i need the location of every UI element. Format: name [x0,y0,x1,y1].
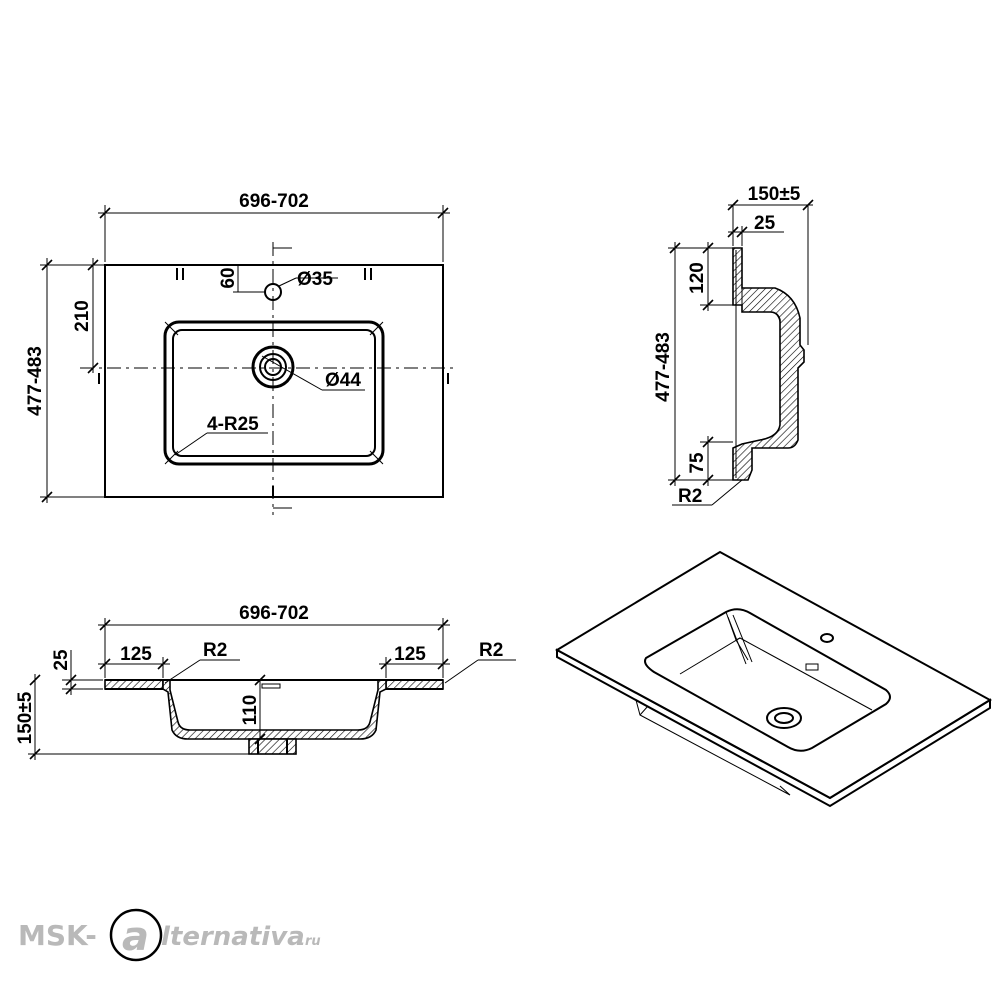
isometric-view [554,550,992,808]
front-bowl-depth-label: 110 [240,695,261,726]
side-height-label: 150±5 [748,184,801,205]
watermark-mark: a [122,914,149,960]
front-width-label: 696-702 [239,603,309,624]
side-view: 150±5 25 477-483 120 75 R2 [653,184,814,507]
corner-radius-label: 4-R25 [207,414,259,435]
front-view-bowl-section [162,679,387,740]
front-top-thickness-label: 25 [51,649,72,671]
watermark-prefix: MSK- [18,919,97,952]
watermark-rest: lternativa [161,922,305,952]
front-view: 696-702 125 125 R2 R2 25 150±5 [15,603,516,760]
drain-label: Ø44 [325,370,361,391]
top-view-basin-outer [163,320,385,466]
iso-slab-top [554,550,992,800]
iso-slab-edge [556,648,991,808]
iso-basin [644,608,891,752]
drain-outer [251,345,295,389]
front-left-margin-label: 125 [120,644,152,665]
top-view-basin-inner [172,329,376,457]
top-depth-label: 477-483 [25,346,46,416]
top-view: 696-702 477-483 210 60 Ø35 Ø44 4-R25 [25,191,455,515]
side-back-label: 120 [687,262,708,294]
iso-drain-inner [774,712,794,724]
top-hole-edge-label: 60 [218,267,239,288]
front-view-drain [248,738,297,755]
side-edge-radius-label: R2 [678,486,702,507]
watermark-suffix: .ru [300,934,321,949]
side-top-thickness-label: 25 [754,213,776,234]
tap-hole-label: Ø35 [297,269,333,290]
top-offset-label: 210 [72,300,93,332]
top-width-label: 696-702 [239,191,309,212]
front-right-radius-label: R2 [479,640,503,661]
front-left-radius-label: R2 [203,640,227,661]
side-view-section [732,247,805,481]
side-depth-label: 477-483 [653,332,674,402]
front-right-margin-label: 125 [394,644,426,665]
watermark: MSK- a lternativa .ru [18,908,321,962]
front-height-label: 150±5 [15,691,36,744]
side-front-label: 75 [687,452,708,474]
iso-drain-outer [766,707,802,729]
drain-middle [259,353,287,381]
iso-tap-hole [820,633,834,643]
